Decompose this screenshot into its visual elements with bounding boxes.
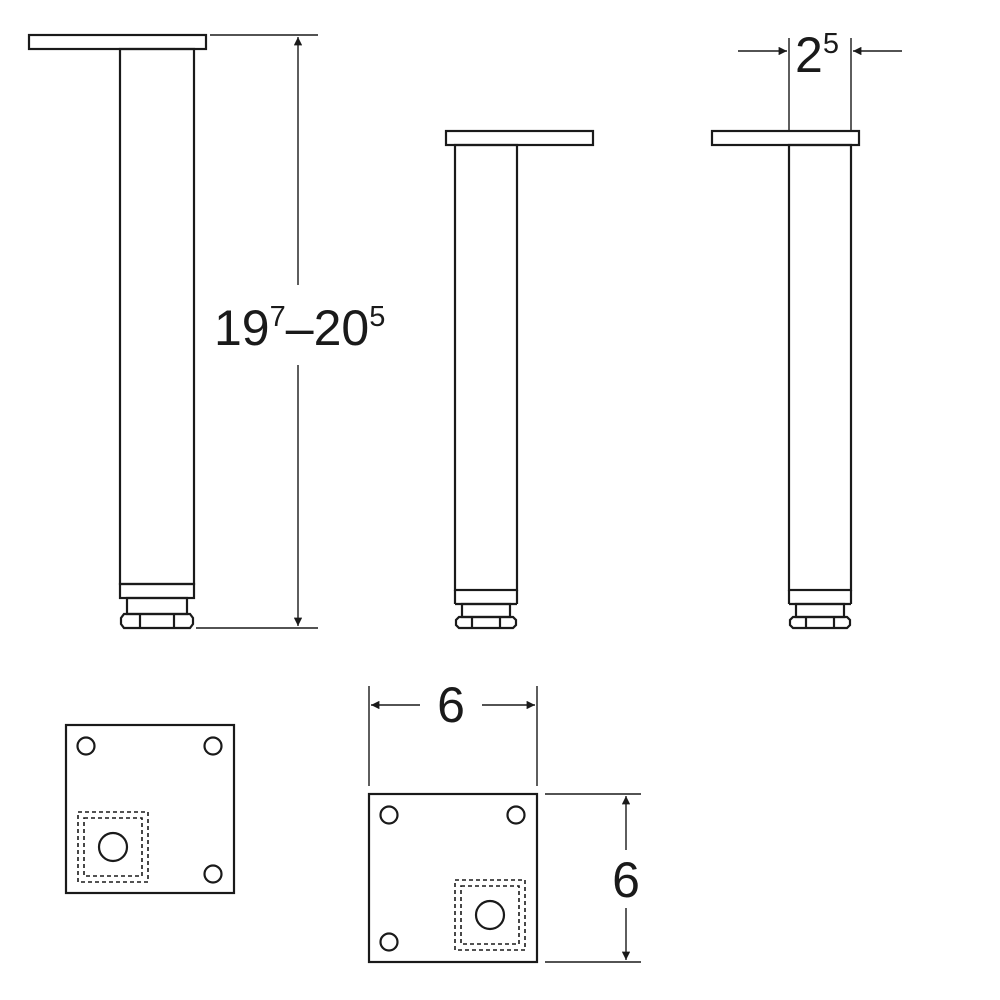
furniture-leg-short (710, 129, 861, 630)
adjuster-foot (454, 615, 518, 630)
screw-hole (203, 736, 223, 756)
tube-width-dimension (738, 38, 902, 131)
mounting-plate-top-view-dimensioned (367, 792, 539, 964)
hidden-adjuster-inner (460, 885, 520, 945)
hidden-adjuster-outline (454, 879, 526, 951)
mounting-plate-top-view (64, 723, 236, 895)
screw-hole (379, 805, 399, 825)
center-hole (474, 899, 506, 931)
adjuster-stem (125, 596, 189, 616)
adjuster-stem (460, 602, 512, 619)
hidden-adjuster-outline (77, 811, 149, 883)
plate-depth-label: 6 (612, 852, 640, 908)
mounting-plate (27, 33, 208, 51)
tube-width-label: 25 (795, 27, 839, 83)
height-dimension-label: 197–205 (214, 300, 385, 356)
screw-hole (76, 736, 96, 756)
screw-hole (506, 805, 526, 825)
hidden-adjuster-inner (83, 817, 143, 877)
furniture-leg-tall (27, 33, 208, 630)
plate-outline (367, 792, 539, 964)
mounting-plate (444, 129, 595, 147)
adjuster-stem (794, 602, 846, 619)
leg-collar (118, 582, 196, 600)
plate-outline (64, 723, 236, 895)
screw-hole (379, 932, 399, 952)
plate-width-dimension (368, 686, 538, 786)
adjuster-foot (788, 615, 852, 630)
furniture-leg-medium (444, 129, 595, 630)
height-dimension (196, 34, 318, 629)
leg-tube (787, 143, 853, 592)
center-hole (97, 831, 129, 863)
plate-width-label: 6 (437, 677, 465, 733)
adjuster-foot (119, 612, 195, 630)
leg-tube (453, 143, 519, 592)
plate-depth-dimension (545, 793, 641, 963)
mounting-plate (710, 129, 861, 147)
screw-hole (203, 864, 223, 884)
leg-tube (118, 47, 196, 586)
